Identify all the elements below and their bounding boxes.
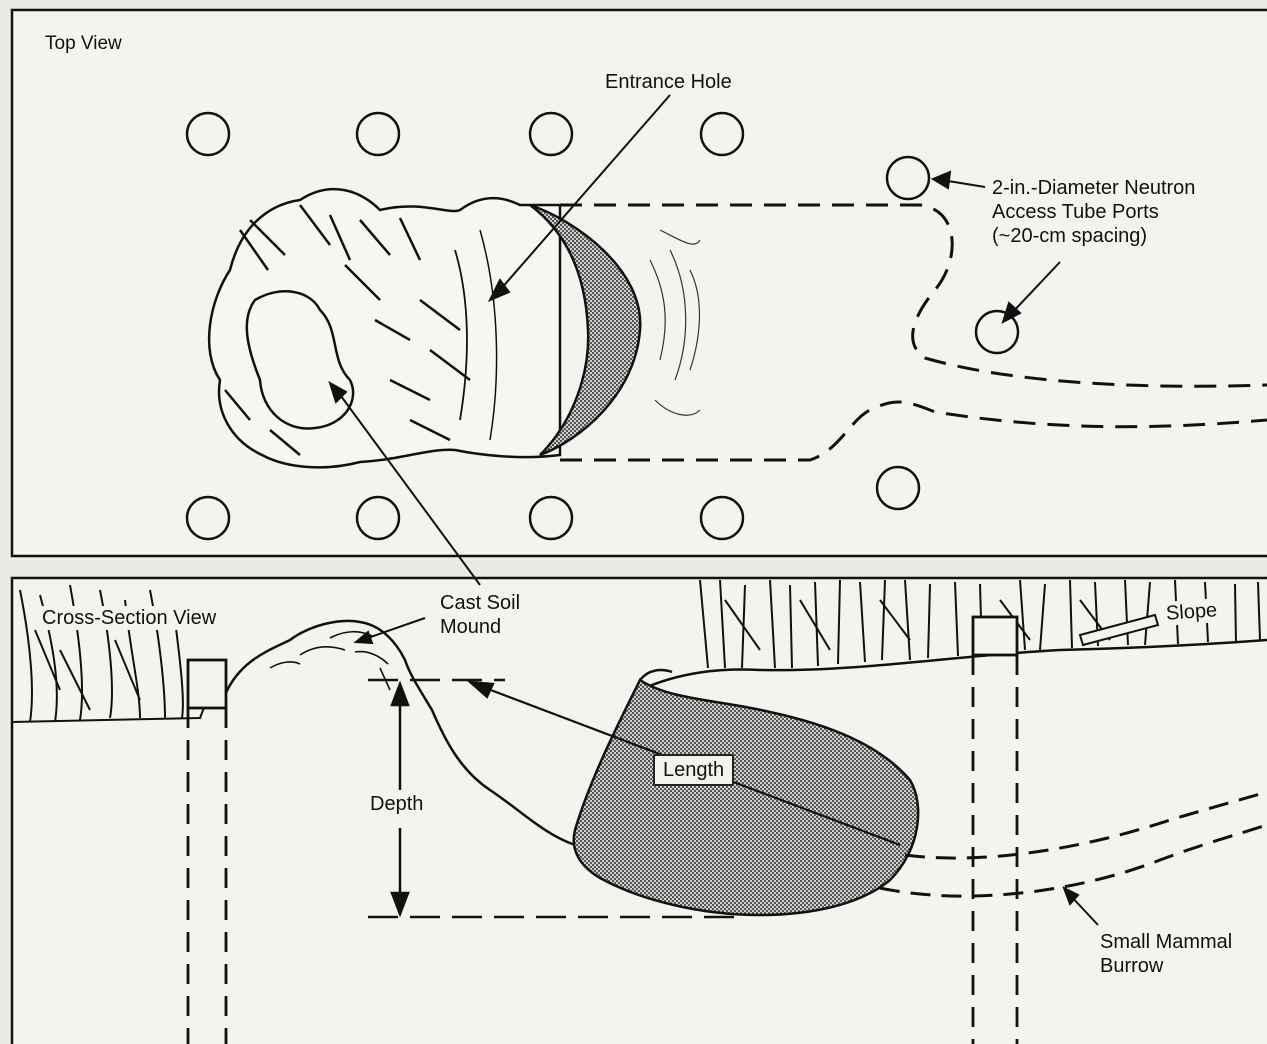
cross-section-title: Cross-Section View <box>42 606 216 630</box>
mound-label-line1: Cast Soil <box>440 591 520 615</box>
burrow-label-line2: Burrow <box>1100 954 1232 978</box>
slope-label: Slope <box>1165 598 1218 626</box>
length-label: Length <box>653 754 734 786</box>
entrance-hole-label: Entrance Hole <box>605 70 732 94</box>
ports-label-line2: Access Tube Ports <box>992 200 1195 224</box>
ports-label-line3: (~20-cm spacing) <box>992 224 1195 248</box>
soil-mound-top <box>209 189 560 467</box>
mound-label: Cast Soil Mound <box>440 591 520 639</box>
ports-label-line1: 2-in.-Diameter Neutron <box>992 176 1195 200</box>
top-view-title: Top View <box>45 32 122 56</box>
depth-label: Depth <box>370 792 423 816</box>
mound-label-line2: Mound <box>440 615 520 639</box>
burrow-label: Small Mammal Burrow <box>1100 930 1232 978</box>
burrow-label-line1: Small Mammal <box>1100 930 1232 954</box>
ports-label: 2-in.-Diameter Neutron Access Tube Ports… <box>992 176 1195 248</box>
